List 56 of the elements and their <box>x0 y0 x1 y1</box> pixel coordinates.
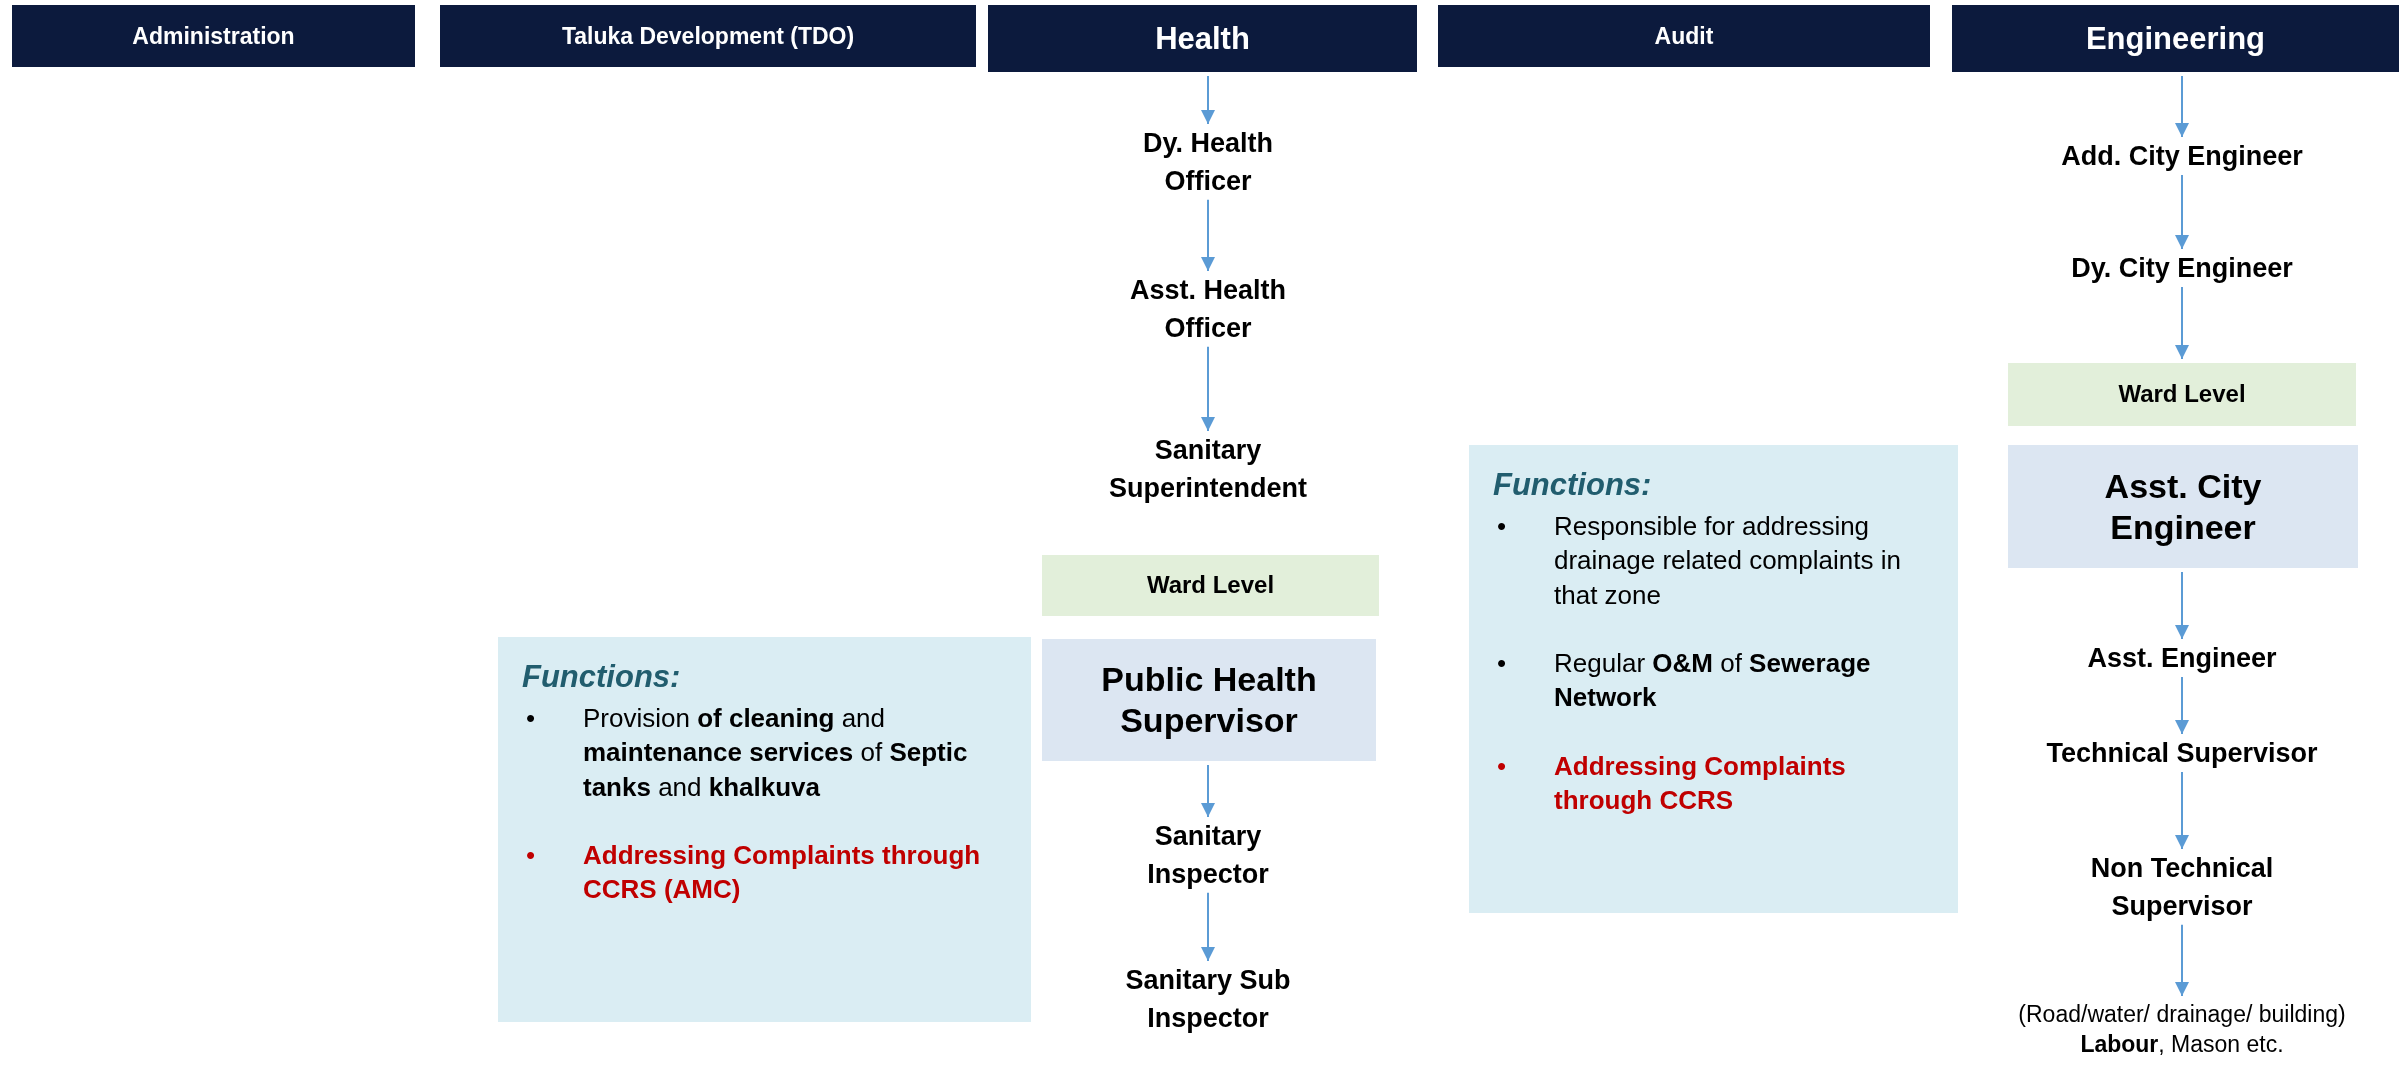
arrow <box>1201 891 1215 962</box>
role-box <box>2008 445 2358 568</box>
arrow <box>2175 286 2189 360</box>
functions-panel <box>1469 445 1958 913</box>
bullet-item: Addressing Complaints through CCRS (AMC) <box>583 838 982 907</box>
bullet-point: • <box>526 702 536 735</box>
arrow <box>2175 771 2189 850</box>
bullet-point: • <box>526 838 536 872</box>
bullet-item: Responsible for addressing drainage related complaints in that zone <box>1554 510 1902 612</box>
role-box <box>1042 639 1376 761</box>
department-header <box>1952 5 2399 72</box>
role-title: Asst. City Engineer <box>2103 465 2263 548</box>
role-title: Technical Supervisor <box>2002 735 2362 773</box>
department-header <box>12 5 415 67</box>
role-title: Asst. Engineer <box>2032 640 2332 678</box>
department-name: Audit <box>1654 22 1714 50</box>
role-title: Dy. Health Officer <box>1108 125 1308 201</box>
role-box <box>1042 555 1379 616</box>
role-title: Dy. City Engineer <box>2012 250 2352 288</box>
role-title: Sanitary Inspector <box>1108 818 1308 894</box>
functions-heading: Functions: <box>1493 467 1653 503</box>
role-box <box>2008 363 2356 426</box>
bullet-point: • <box>1497 646 1507 680</box>
bullet-item: Provision of cleaning and maintenance services of Septic tanks and khalkuva <box>583 702 969 804</box>
role-title: Ward Level <box>1146 571 1275 600</box>
arrow <box>2175 571 2189 640</box>
bullet-point: • <box>1497 510 1507 543</box>
arrow <box>1201 198 1215 272</box>
arrow <box>1201 764 1215 818</box>
functions-heading: Functions: <box>522 659 682 695</box>
department-header <box>440 5 976 67</box>
department-name: Taluka Development (TDO) <box>561 22 855 50</box>
arrow <box>2175 174 2189 250</box>
arrow <box>1201 75 1215 125</box>
functions-panel <box>498 637 1031 1022</box>
arrow <box>2175 923 2189 997</box>
role-title: Non Technical Supervisor <box>2042 850 2322 926</box>
role-title: Ward Level <box>2118 380 2246 409</box>
department-name: Health <box>1155 20 1250 57</box>
department-name: Engineering <box>2085 20 2266 57</box>
bullet-item: Regular O&M of Sewerage Network <box>1554 646 1872 715</box>
arrow <box>2175 676 2189 735</box>
staff-note: Labour, Mason etc. <box>2079 1029 2285 1059</box>
department-header <box>1438 5 1930 67</box>
role-title: Sanitary Superintendent <box>1088 432 1328 508</box>
role-title: Asst. Health Officer <box>1103 272 1313 348</box>
staff-note: (Road/water/ drainage/ building) <box>2017 1000 2347 1029</box>
role-title: Add. City Engineer <box>2012 138 2352 176</box>
department-header <box>988 5 1417 72</box>
role-title: Sanitary Sub Inspector <box>1098 962 1318 1038</box>
arrow <box>2175 75 2189 138</box>
bullet-point: • <box>1497 749 1507 783</box>
role-title: Public Health Supervisor <box>1100 659 1318 741</box>
bullet-item: Addressing Complaints through CCRS <box>1554 749 1847 817</box>
department-name: Administration <box>132 22 295 50</box>
arrow <box>1201 345 1215 432</box>
